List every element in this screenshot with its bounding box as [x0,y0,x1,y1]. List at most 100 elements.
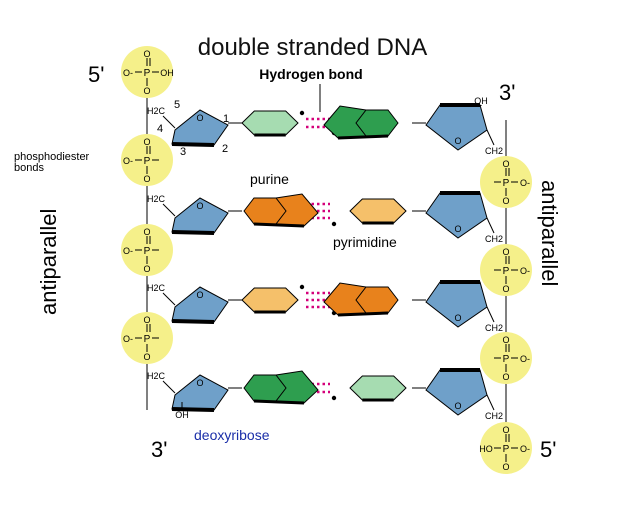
deoxyribose-label: deoxyribose [194,427,270,443]
base-right-A [323,105,399,140]
phosphate-o-bottom: O [502,196,509,206]
phosphate-o-bottom: O [143,174,150,184]
sugar-ring-oxygen: O [454,401,461,411]
phosphate-p: P [503,266,510,277]
purine-label: purine [250,171,289,187]
atom-dot [299,284,305,290]
sugar-left-2: O H2C [147,194,229,235]
phosphate-o-bottom: O [502,462,509,472]
phosphate-o-top: O [502,425,509,435]
antiparallel-left-text: antiparallel [36,208,61,315]
base-left-A [243,370,319,405]
phosphate-p-bg [501,352,511,364]
sugar-ring-oxygen: O [454,136,461,146]
sugar-ch2: CH2 [485,411,503,421]
phosphate-o-minus: O- [520,354,530,364]
sugar-ring [425,281,488,328]
phosphate-p-bg [142,332,152,344]
purine-front-edge [337,311,389,317]
sugar-ch2: H2C [147,194,166,204]
base-right-T [349,375,407,402]
sugar-ch2-bond [486,394,495,411]
sugar-ch2: H2C [147,371,166,381]
phosphate-o-bottom: O [143,86,150,96]
phosphate-p-bg [142,154,152,166]
phosphate-o-top: O [502,247,509,257]
atom-dot [331,221,337,227]
sugar-ring-oxygen: O [196,113,203,123]
end-label-top-left: 5' [88,62,105,87]
phosphate-p-bg [142,244,152,256]
base-ring [241,287,299,313]
phosphate-o-minus: O- [123,156,133,166]
phosphate-p: P [144,334,151,345]
phosphate-oh: OH [160,68,174,78]
phosphate-p: P [503,444,510,455]
purine-front-edge [253,399,305,405]
phosphate-p-bg [501,176,511,188]
carbon-5: 5 [174,99,180,111]
sugar-ch2: H2C [147,283,166,293]
phosphate-o-minus: O- [520,178,530,188]
phosphate-o-minus: O- [123,246,133,256]
sugar-ring [425,104,488,151]
base-left-T [241,110,299,137]
phosphate-o-minus: O- [520,444,530,454]
purine-front-edge [253,222,305,228]
base-ring [349,198,407,224]
sugar-front-edge [171,319,215,324]
end-label-top-right: 3' [499,80,516,105]
phosphate-p-bg [501,442,511,454]
sugar-ring [425,192,488,239]
phosphate-o-top: O [143,315,150,325]
phosphate-o-top: O [502,335,509,345]
atom-dot [331,395,337,401]
base-right-C [349,198,407,225]
sugar-front-edge [171,230,215,235]
sugar-ch2-bond [162,115,176,129]
phosphate-o-minus: O- [520,266,530,276]
phosphate-o-top: O [143,137,150,147]
sugar-ring [171,109,229,146]
base-left-G [243,193,319,228]
phosphate-o-bottom: O [143,264,150,274]
phosphate-p: P [503,178,510,189]
phosphate-p: P [144,246,151,257]
sugar-ring [171,286,229,323]
sugar-ch2-bond [486,129,495,146]
sugar-ring [171,374,229,411]
sugar-right-4: O CH2 [425,368,503,421]
phosphate-p: P [503,354,510,365]
phosphodiester-line1: phosphodiester [14,151,90,163]
diagram-title: double stranded DNA [197,34,428,61]
phosphate-p-bg [501,264,511,276]
antiparallel-right-text: antiparallel [537,180,562,287]
phosphodiester-line2: bonds [14,162,44,174]
sugar-ch2: CH2 [485,146,503,156]
phosphodiester-label: phosphodiester bonds [14,152,89,174]
phosphate-p: P [144,68,151,79]
sugar-ch2: CH2 [485,234,503,244]
sugar-ch2: CH2 [485,323,503,333]
phosphate-o-top: O [143,49,150,59]
base-left-C [241,287,299,314]
sugar-ring [425,369,488,416]
phosphate-o-top: O [502,159,509,169]
phosphate-p-bg [142,66,152,78]
carbon-4: 4 [157,123,163,135]
phosphate-o-bottom: O [143,352,150,362]
sugar-ring-oxygen: O [196,201,203,211]
pyrimidine-label: pyrimidine [333,234,397,250]
sugar-ch2-bond [486,217,495,234]
